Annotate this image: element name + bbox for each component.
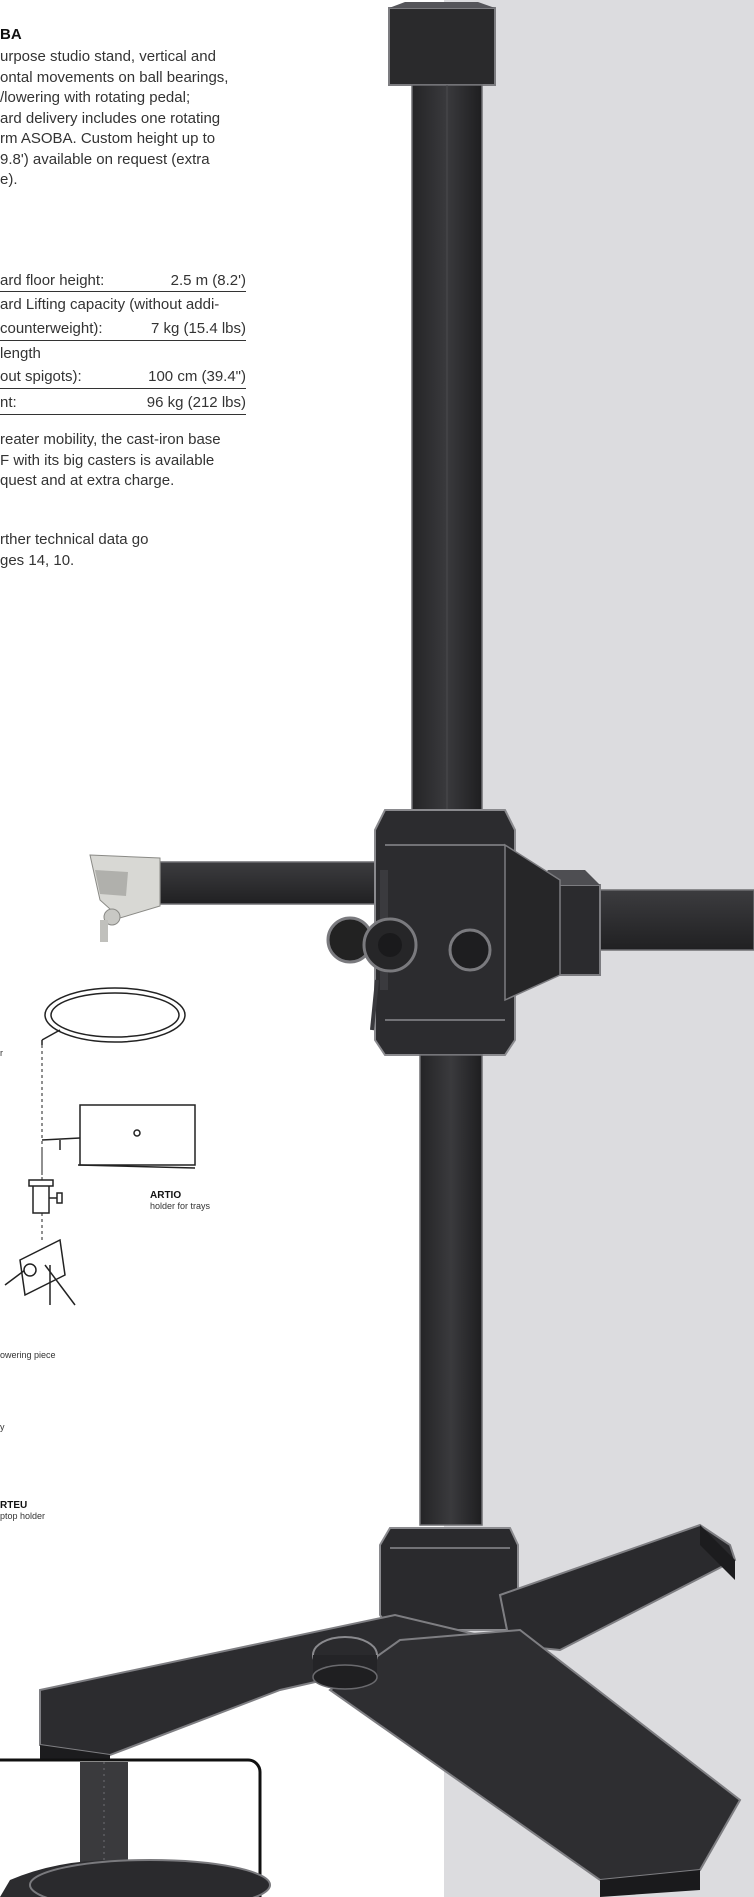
accessory-drawings [4, 987, 196, 1306]
spec-counterweight: counterweight): 7 kg (15.4 lbs) [0, 319, 246, 341]
spec-value: 96 kg (212 lbs) [146, 394, 246, 411]
spec-label: ard Lifting capacity (without addi- [0, 296, 220, 313]
arteu-description: ptop holder [0, 1511, 46, 1521]
spec-weight: nt: 96 kg (212 lbs) [0, 393, 246, 415]
accessory-y-label: y [0, 1422, 5, 1432]
intro-paragraph: urpose studio stand, vertical and ontal … [0, 48, 229, 188]
spec-label: out spigots): [0, 368, 82, 385]
spec-length: length [0, 344, 246, 365]
arm-left [89, 854, 391, 942]
arteu-name: RTEU [0, 1500, 28, 1511]
lower-column [419, 1054, 483, 1526]
spec-label: ard floor height: [0, 272, 105, 289]
technical-data-note: rther technical data go ges 14, 10. [0, 531, 149, 569]
accessory-r-label: r [0, 1048, 3, 1058]
spec-label: nt: [0, 394, 17, 411]
artio-name: ARTIO [150, 1190, 182, 1201]
spec-label: counterweight): [0, 320, 103, 337]
lowering-piece-label: owering piece [0, 1350, 56, 1360]
spec-label: length [0, 345, 41, 362]
center-clamp [374, 809, 561, 1056]
tripod-base [39, 1523, 742, 1897]
column-top-cap [388, 2, 496, 86]
spec-floor-height: ard floor height: 2.5 m (8.2') [0, 271, 246, 292]
column-collar [379, 1527, 519, 1631]
spec-spigots: out spigots): 100 cm (39.4") [0, 367, 246, 389]
pedal [312, 1636, 378, 1690]
arteu-label: RTEU ptop holder [0, 1500, 45, 1522]
spec-value: 7 kg (15.4 lbs) [150, 320, 246, 337]
artio-description: holder for trays [150, 1201, 211, 1211]
arm-right [534, 870, 754, 976]
spec-rule-1 [0, 291, 246, 292]
spec-value: 2.5 m (8.2') [170, 272, 246, 289]
knobs [326, 916, 492, 1031]
product-title: BA [0, 26, 22, 43]
detail-inset [0, 1758, 271, 1897]
mobility-note: reater mobility, the cast-iron base F wi… [0, 431, 221, 489]
spec-value: 100 cm (39.4") [148, 368, 246, 385]
spec-lifting-capacity: ard Lifting capacity (without addi- [0, 295, 246, 316]
artio-label: ARTIO holder for trays [150, 1190, 210, 1212]
